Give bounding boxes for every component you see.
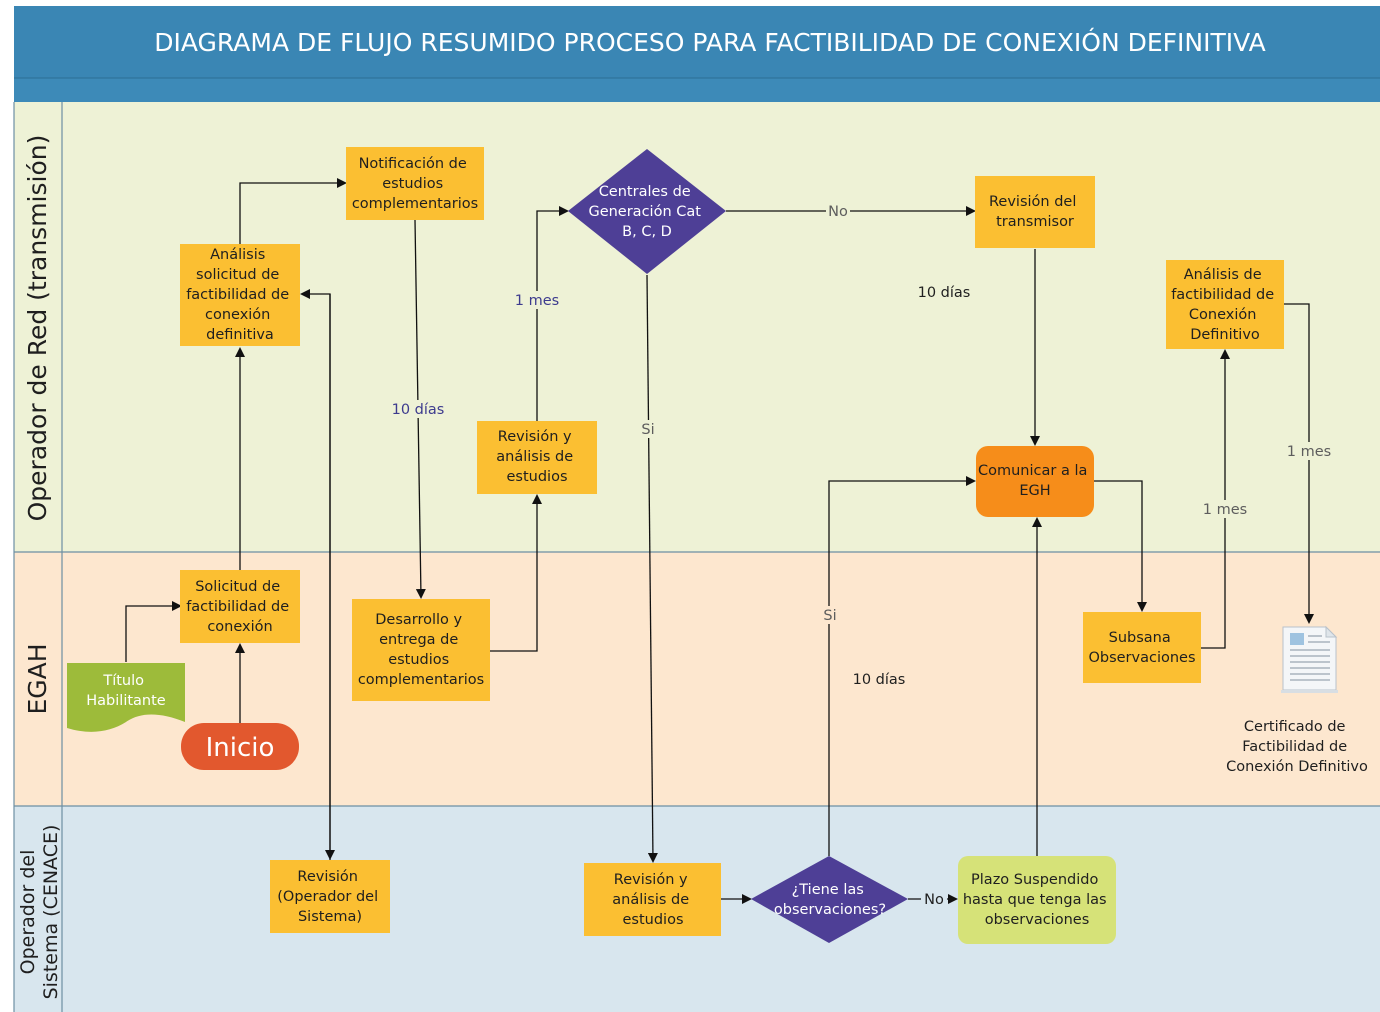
- node-titulo-habilitante: Título Habilitante: [67, 663, 185, 732]
- node-analisis-solicitud: Análisis solicitud de factibilidad de co…: [180, 244, 300, 346]
- edge-subsana-analisis-fact: [1201, 349, 1230, 649]
- title-bar: [14, 6, 1380, 78]
- lane-label-operador-red: Operador de Red (transmisión): [23, 135, 52, 522]
- lane-label-operador-sistema-2: Sistema (CENACE): [40, 825, 62, 1000]
- node-solicitud: Solicitud de factibilidad de conexión: [180, 570, 300, 643]
- node-tiene-observaciones-decision: ¿Tiene las observaciones?: [751, 856, 908, 943]
- edge-label-10dias-cenace: 10 días: [853, 672, 906, 688]
- svg-text:Revisión y análisis de: Revisión y análisis de estudios: [612, 872, 694, 928]
- svg-text:Comunicar a la EGH: Comunicar a la EGH: [978, 463, 1092, 499]
- svg-text:Análisis de factibilidad: Análisis de factibilidad de Conexión Def…: [1171, 267, 1279, 343]
- node-revision-operador: Revisión (Operador del Sistema): [270, 860, 390, 933]
- node-revision-analisis-cenace: Revisión y análisis de estudios: [584, 863, 721, 936]
- svg-text:Título Habilitante: Título Habilitante: [86, 673, 166, 709]
- svg-text:Revisión (Operador del: Revisión (Operador del Sistema): [277, 869, 382, 925]
- node-inicio: Inicio: [181, 723, 299, 770]
- svg-text:Revisión del transmisor: Revisión del transmisor: [989, 194, 1081, 230]
- edge-label-1mes-revision: 1 mes: [515, 293, 559, 309]
- node-comunicar: Comunicar a la EGH: [976, 446, 1094, 517]
- lane-label-operador-sistema-1: Operador del: [17, 850, 39, 975]
- edge-desarrollo-revision: [490, 494, 542, 652]
- svg-text:¿Tiene las observaciones: ¿Tiene las observaciones?: [774, 882, 886, 918]
- svg-text:Subsana Observaciones: Subsana Observaciones: [1088, 630, 1195, 666]
- svg-text:Centrales de Generación: Centrales de Generación Cat B, C, D: [588, 184, 705, 240]
- edge-titulo-solicitud: [125, 601, 182, 662]
- certificado-label: Certificado de Factibilidad de Conexión …: [1226, 719, 1368, 775]
- svg-text:Desarrollo y entrega de: Desarrollo y entrega de estudios complem…: [358, 612, 484, 688]
- edge-label-no-tieneobs: No: [924, 892, 944, 908]
- edge-label-si-tieneobs: Si: [823, 608, 836, 624]
- edge-label-10dias-transmisor: 10 días: [918, 285, 971, 301]
- node-subsana: Subsana Observaciones: [1083, 612, 1201, 683]
- edge-analisis-fact-certificado: [1284, 303, 1314, 624]
- lane-label-egah: EGAH: [23, 643, 52, 714]
- node-desarrollo: Desarrollo y entrega de estudios complem…: [352, 599, 490, 701]
- node-centrales-decision: Centrales de Generación Cat B, C, D: [568, 149, 726, 274]
- edge-label-no-centrales: No: [828, 204, 848, 220]
- node-notificacion: Notificación de estudios complementarios: [346, 147, 484, 220]
- document-icon: [1281, 625, 1338, 693]
- edge-label-si-centrales: Si: [641, 422, 654, 438]
- edge-label-1mes-subsana: 1 mes: [1203, 502, 1247, 518]
- edge-centrales-cenace: [646, 274, 658, 863]
- edge-revision-centrales: [536, 206, 569, 421]
- edge-comunicar-subsana: [1094, 480, 1147, 612]
- svg-text:Solicitud de factibilida: Solicitud de factibilidad de conexión: [186, 579, 294, 635]
- title-bar-strip: [14, 78, 1380, 102]
- svg-text:Notificación de estudios: Notificación de estudios complementarios: [352, 156, 478, 212]
- edge-tieneobs-comunicar: [828, 476, 976, 856]
- node-plazo-suspendido: Plazo Suspendido hasta que tenga las obs…: [958, 856, 1116, 944]
- node-analisis-factibilidad: Análisis de factibilidad de Conexión Def…: [1166, 260, 1284, 349]
- svg-text:Plazo Suspendido hasta q: Plazo Suspendido hasta que tenga las obs…: [963, 872, 1111, 928]
- svg-text:Inicio: Inicio: [206, 733, 275, 763]
- node-revision-analisis-red: Revisión y análisis de estudios: [477, 421, 597, 494]
- node-revision-transmisor: Revisión del transmisor: [975, 176, 1095, 248]
- edge-label-10dias-notificacion: 10 días: [392, 402, 445, 418]
- svg-text:Análisis solicitud de: Análisis solicitud de factibilidad de co…: [186, 247, 294, 343]
- edge-label-1mes-certificado: 1 mes: [1287, 444, 1331, 460]
- page-title: DIAGRAMA DE FLUJO RESUMIDO PROCESO PARA …: [154, 27, 1265, 57]
- edge-analisis-notificacion: [239, 178, 347, 244]
- svg-text:Revisión y análisis de: Revisión y análisis de estudios: [496, 429, 578, 485]
